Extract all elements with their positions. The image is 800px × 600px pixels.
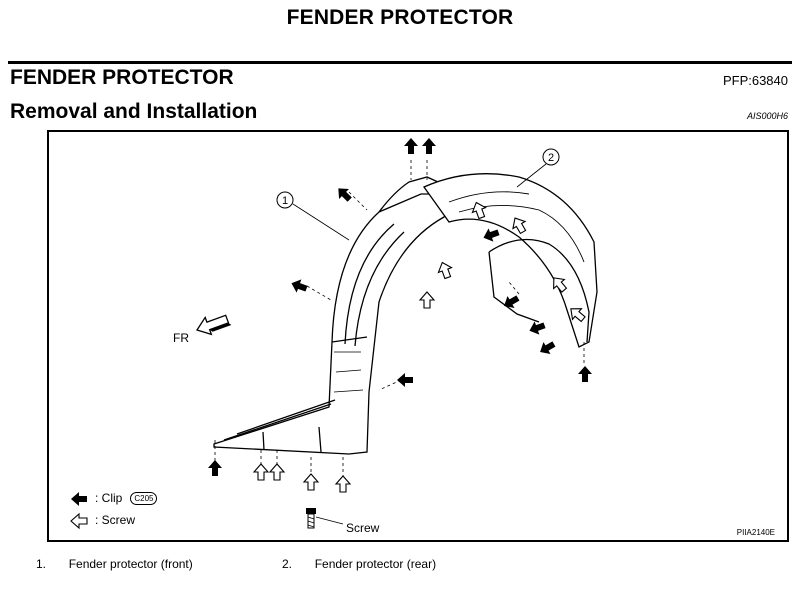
clip-arrow-icon [536,337,558,359]
caption-2-text: Fender protector (rear) [314,557,437,571]
callout-2: 2 [516,148,560,188]
clip-arrow-icon [404,138,418,154]
legend-screw: : Screw [69,513,135,527]
legend-screw-label: : Screw [95,513,136,527]
front-direction-arrow [195,314,232,336]
callout-1-number: 1 [282,195,288,207]
legend-clip-code: C205 [130,491,158,505]
fender-protector-rear [423,173,598,348]
screw-arrow-icon [335,475,351,493]
clip-arrow-icon [481,225,501,245]
screw-arrow-icon [435,259,455,281]
screw-arrow-icon [419,291,435,309]
pfp-code: PFP:63840 [722,73,788,88]
legend-clip-label: : Clip [95,491,123,505]
caption-2-number: 2. [282,557,293,571]
callout-1: 1 [276,191,350,241]
screw-arrow-icon [269,463,285,481]
screw-arrow-icon [303,473,319,491]
clip-arrow-icon [397,373,413,387]
fender-protector-figure: 1 2 [47,130,789,542]
screw-callout: Screw [346,521,380,535]
clip-arrow-icon [208,460,222,476]
subsection-title: Removal and Installation [10,100,258,123]
header-rule [8,61,792,64]
front-label: FR [173,331,189,345]
screw-arrow-icon [253,463,269,481]
caption-1-text: Fender protector (front) [68,557,193,571]
fender-diagram: 1 2 [70,138,598,529]
caption-2: 2. Fender protector (rear) [282,557,436,571]
caption-1: 1. Fender protector (front) [36,557,193,571]
figure-code: PIIA2140E [736,528,775,537]
clip-arrow-icon [422,138,436,154]
document-code: AIS000H6 [746,111,788,121]
callout-2-number: 2 [548,152,554,164]
caption-1-number: 1. [36,557,47,571]
page-title: FENDER PROTECTOR [286,6,514,29]
clip-arrow-icon [289,276,309,296]
screw-icon [306,508,344,529]
fender-protector-front [213,176,455,455]
clip-arrow-icon [333,183,355,205]
legend-clip: : Clip C205 [69,491,158,505]
section-title: FENDER PROTECTOR [10,66,234,89]
clip-arrow-icon [578,366,592,382]
